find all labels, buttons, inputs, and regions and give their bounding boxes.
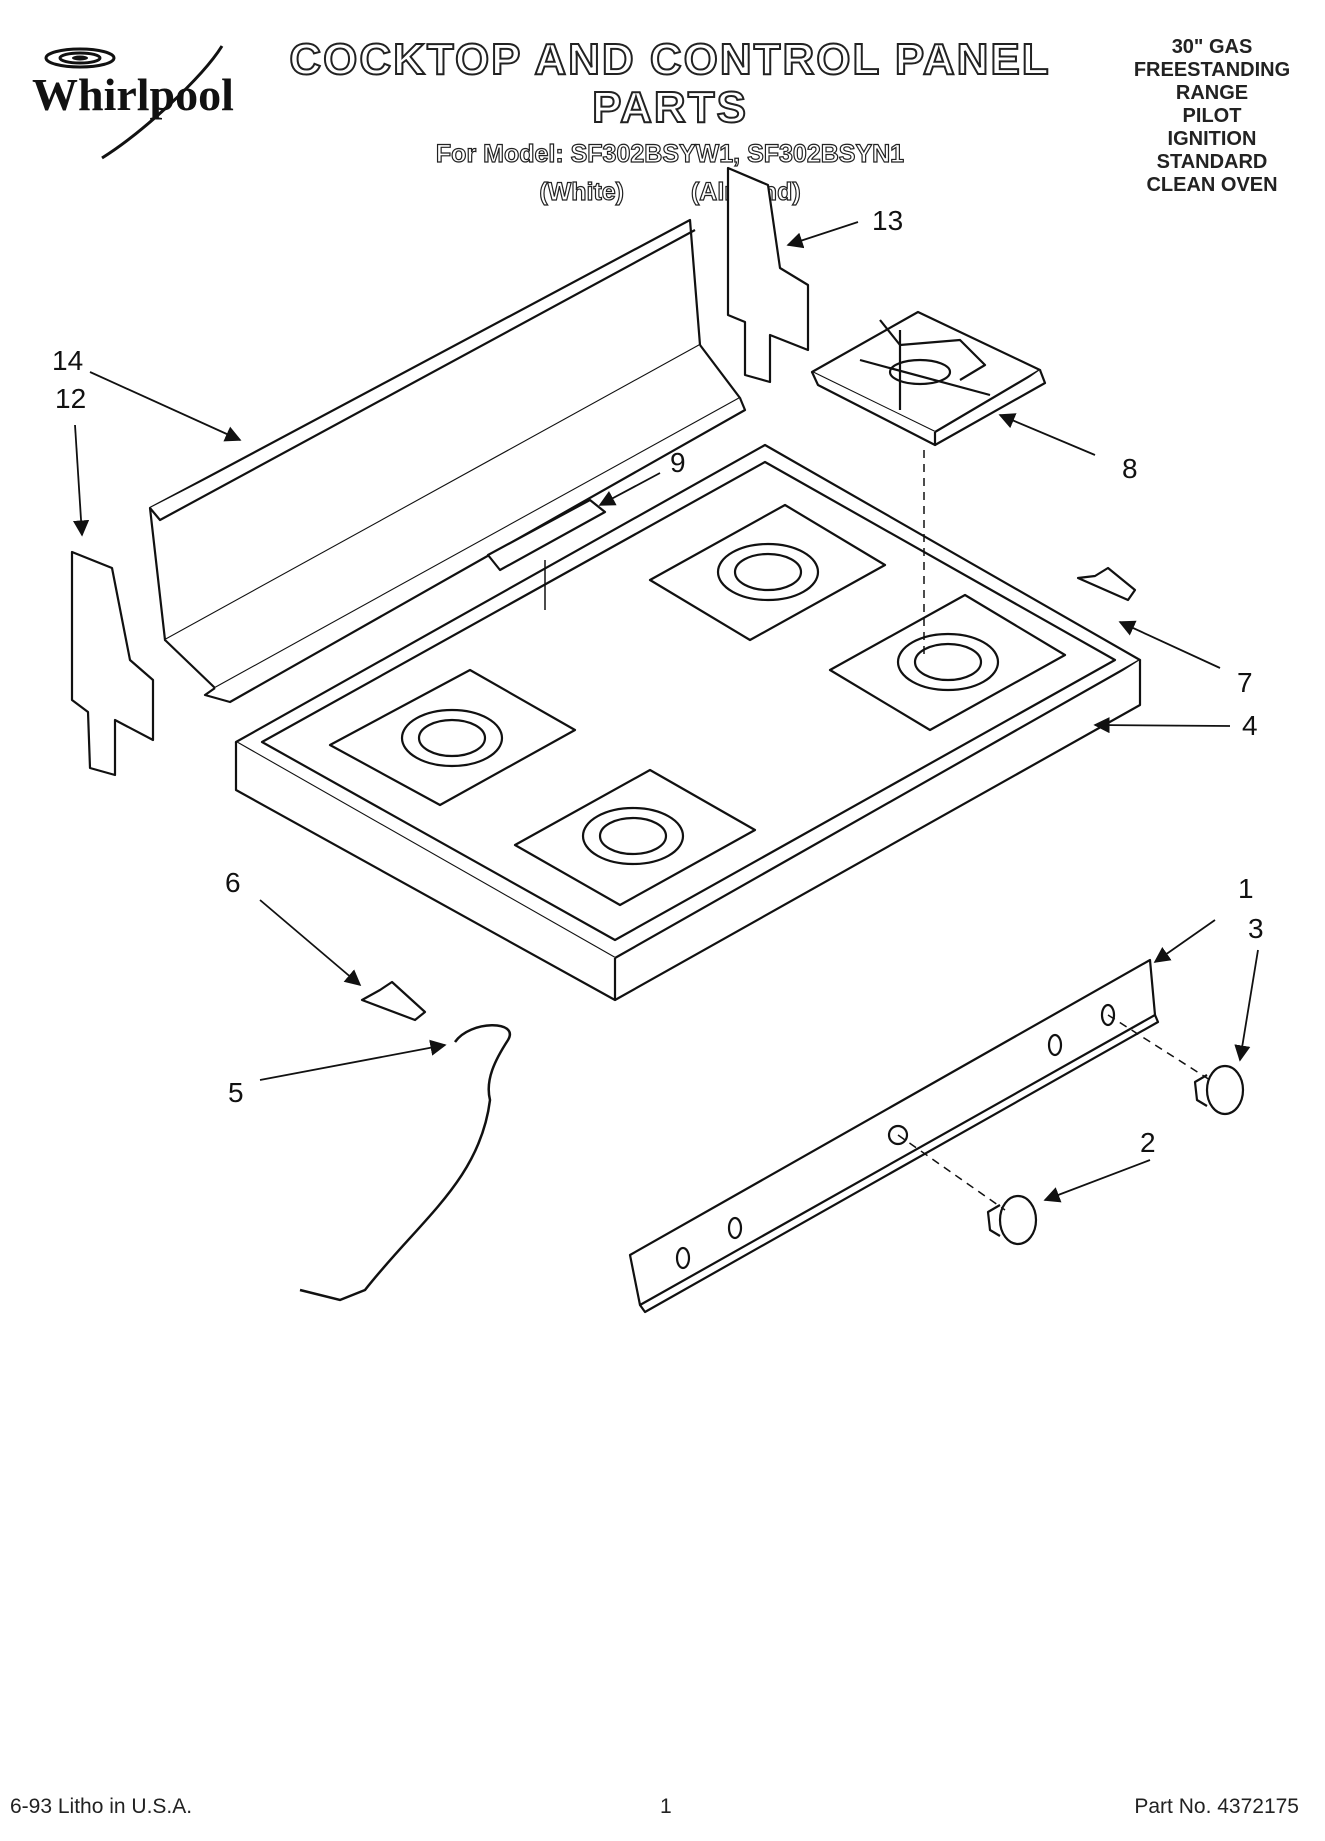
part-number: Part No. 4372175 [1134,1795,1299,1818]
footer-litho: 6-93 Litho in U.S.A. [10,1795,193,1818]
desc-line: FREESTANDING [1133,59,1291,81]
control-knob [986,1194,1038,1246]
page-number: 1 [660,1795,672,1818]
backguard [148,218,747,704]
callout-5: 5 [228,1077,244,1108]
control-panel [628,958,1160,1314]
burner-recess-right-front [828,593,1067,732]
desc-line: CLEAN OVEN [1146,174,1278,196]
leader-arrow [1043,1159,1151,1203]
knob-alignment-line [897,1134,1006,1211]
burner-grate [810,310,1047,447]
leader-arrow [1093,717,1231,734]
desc-line: 30" GAS [1171,36,1253,58]
callout-7: 7 [1237,667,1253,698]
burner-recess-left-rear [328,668,577,807]
logo-swirl-inner [58,51,102,65]
burner-recess-right-rear [648,503,887,642]
desc-line: PILOT [1182,105,1242,127]
whirlpool-logo: Whirlpool [32,45,234,160]
logo-wordmark: Whirlpool [32,69,234,120]
leader-arrow [1118,620,1221,669]
logo-swoosh [101,45,224,160]
knob-alignment-line [1107,1014,1211,1081]
left-end-cap [70,550,155,777]
mounting-bracket-left [360,980,427,1022]
callout-13: 13 [872,205,903,236]
leader-arrow [1234,949,1259,1062]
variant-white: (White) [539,177,625,206]
burner-recess-left-front [513,768,757,907]
desc-line: IGNITION [1167,128,1257,150]
title-block: COCKTOP AND CONTROL PANEL PARTS For Mode… [230,35,1110,207]
control-knob [1193,1064,1245,1116]
callout-1: 1 [1238,873,1254,904]
callout-6: 6 [225,867,241,898]
right-end-cap [726,166,810,384]
oven-vent [486,498,607,572]
logo-swirl-core [72,55,88,61]
desc-line: STANDARD [1156,151,1268,173]
leader-arrow [998,413,1096,456]
leader-arrow [598,472,661,506]
cooktop-main-top [234,443,1142,1002]
callout-labels: 14 12 13 8 9 7 4 6 5 1 3 2 [52,205,1264,1158]
mounting-bracket-right [1076,566,1137,602]
page-title: COCKTOP AND CONTROL PANEL PARTS [288,35,1051,133]
callout-9: 9 [670,447,686,478]
callout-12: 12 [55,383,86,414]
callout-8: 8 [1122,453,1138,484]
leader-arrow [89,371,242,442]
leader-arrow [1153,919,1216,963]
desc-line: RANGE [1175,82,1249,104]
leader-arrow [786,221,859,249]
callout-2: 2 [1140,1127,1156,1158]
logo-swirl-outer [44,47,116,69]
callout-14: 14 [52,345,83,376]
callout-3: 3 [1248,913,1264,944]
callout-4: 4 [1242,710,1258,741]
leader-arrow [259,899,362,987]
pilot-tubing [299,1024,512,1302]
model-line: For Model: SF302BSYW1, SF302BSYN1 [435,139,905,168]
leader-arrow [259,1039,447,1081]
leader-arrow [72,424,90,537]
product-description: 30" GAS FREESTANDING RANGE PILOT IGNITIO… [1112,36,1312,197]
